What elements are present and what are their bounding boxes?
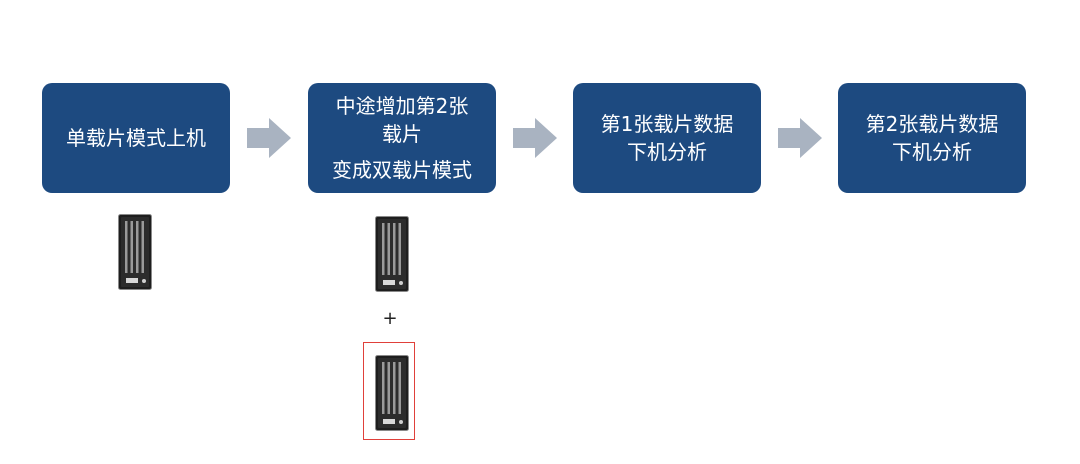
step-3-label-line-1: 第1张载片数据	[600, 112, 734, 136]
step-box-add-second-slide: 中途增加第2张 载片 变成双载片模式	[308, 83, 496, 193]
step-box-single-slide-mode: 单载片模式上机	[42, 83, 230, 193]
step-2-label-line-3: 变成双载片模式	[332, 158, 472, 182]
right-arrow-icon	[513, 118, 557, 158]
step-3-label-line-2: 下机分析	[627, 140, 707, 164]
flow-cell-chip-icon	[375, 355, 409, 431]
flow-cell-chip-icon	[118, 214, 152, 290]
step-box-second-slide-analysis: 第2张载片数据 下机分析	[838, 83, 1026, 193]
right-arrow-icon	[247, 118, 291, 158]
new-slide-highlight-frame	[363, 342, 415, 440]
step-2-label-line-1: 中途增加第2张	[335, 94, 469, 118]
flow-cell-chip-icon	[375, 216, 409, 292]
step-1-label: 单载片模式上机	[66, 126, 206, 150]
step-4-label-line-1: 第2张载片数据	[865, 112, 999, 136]
step-box-first-slide-analysis: 第1张载片数据 下机分析	[573, 83, 761, 193]
right-arrow-icon	[778, 118, 822, 158]
step-2-label-line-2: 载片	[382, 122, 422, 146]
plus-sign: +	[382, 308, 398, 329]
step-4-label-line-2: 下机分析	[892, 140, 972, 164]
